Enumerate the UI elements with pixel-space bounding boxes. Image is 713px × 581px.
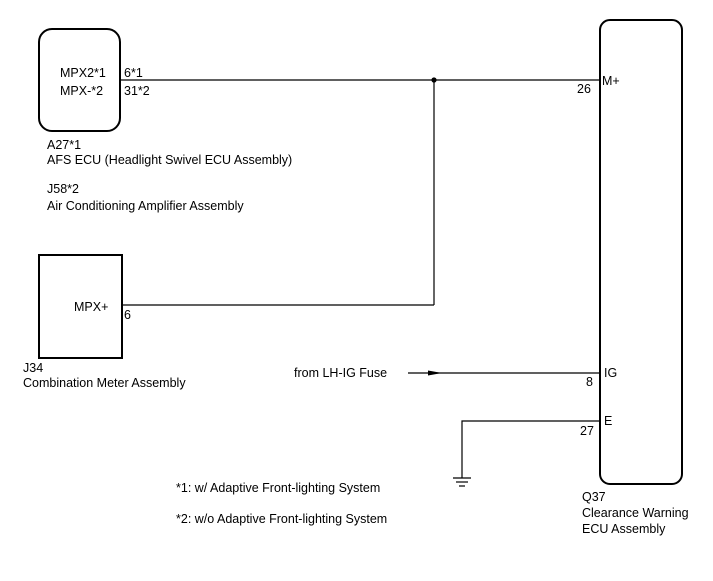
q37-pin-e-number: 27 [580, 424, 594, 438]
splice-point [431, 77, 437, 83]
ground-wire [461, 420, 600, 478]
a27-pin1-name: MPX2*1 [60, 66, 106, 80]
q37-code: Q37 [582, 490, 606, 504]
note-2: *2: w/o Adaptive Front-lighting System [176, 512, 387, 526]
q37-pin-e-name: E [604, 414, 612, 428]
j34-code: J34 [23, 361, 43, 375]
j34-title: Combination Meter Assembly [23, 376, 186, 390]
a27-pin2-number: 31*2 [124, 84, 150, 98]
a27-pin1-number: 6*1 [124, 66, 143, 80]
q37-pin-m-plus-name: M+ [602, 74, 620, 88]
j58-title: Air Conditioning Amplifier Assembly [47, 199, 244, 213]
q37-pin-ig-number: 8 [586, 375, 593, 389]
q37-pin-m-plus-number: 26 [577, 82, 591, 96]
j34-meter-box [38, 254, 123, 359]
q37-pin-ig-name: IG [604, 366, 617, 380]
q37-ecu-box [599, 19, 683, 485]
arrow-icon [428, 370, 442, 376]
j58-code: J58*2 [47, 182, 79, 196]
j34-pin-number: 6 [124, 308, 131, 322]
power-source-label: from LH-IG Fuse [294, 366, 387, 380]
a27-code: A27*1 [47, 138, 81, 152]
q37-title-line2: ECU Assembly [582, 522, 666, 536]
a27-title: AFS ECU (Headlight Swivel ECU Assembly) [47, 153, 292, 167]
a27-ecu-box [38, 28, 121, 132]
j34-pin-name: MPX+ [74, 300, 108, 314]
q37-title-line1: Clearance Warning [582, 506, 689, 520]
a27-pin2-name: MPX-*2 [60, 84, 103, 98]
note-1: *1: w/ Adaptive Front-lighting System [176, 481, 380, 495]
